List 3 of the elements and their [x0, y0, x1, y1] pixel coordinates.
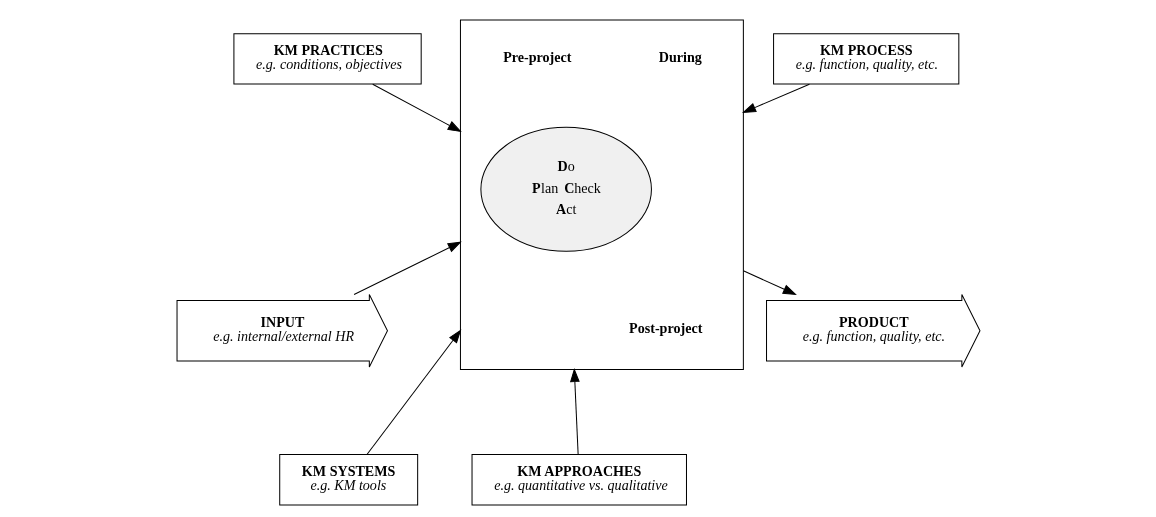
node-text: Pre-project	[502, 48, 572, 65]
node-text: Post-project	[628, 320, 702, 337]
node-text: During	[658, 48, 702, 65]
